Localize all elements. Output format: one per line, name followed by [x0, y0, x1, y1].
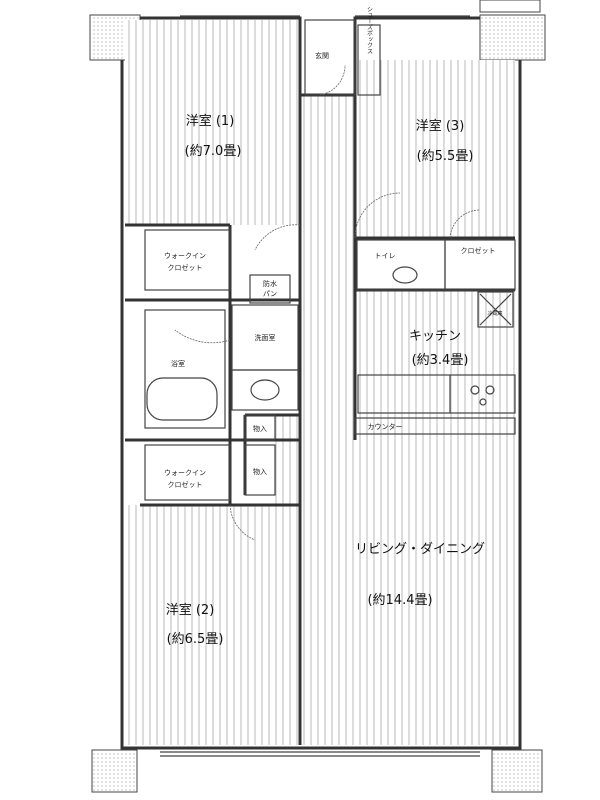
washpan-box: [249, 274, 291, 304]
western1-name: 洋室 (1): [186, 113, 235, 129]
washpan-label-2: パン: [263, 290, 277, 298]
wic1-box: [144, 229, 231, 291]
entrance-box: [304, 19, 356, 96]
room-western3-floor: [355, 60, 515, 238]
washbasin-box: [231, 369, 299, 411]
wic2-box: [144, 444, 231, 501]
washroom-label: 洗面室: [255, 333, 276, 342]
pillar-top-right: [479, 14, 546, 61]
counter-box: [354, 417, 516, 435]
living-name: リビング・ダイニング: [355, 542, 485, 557]
stove-burner-3: [479, 398, 487, 406]
western2-area: (約6.5畳): [167, 632, 224, 647]
door-swing: [174, 64, 481, 541]
wic2-label-2: クロゼット: [168, 480, 203, 489]
fridge-mark: [479, 293, 512, 326]
western3-name: 洋室 (3): [416, 118, 465, 134]
living-area: (約14.4畳): [367, 593, 432, 608]
closet-label: クロゼット: [461, 246, 496, 255]
storage1-box: [244, 414, 276, 441]
storage-floor: [275, 415, 300, 505]
kitchen-counter: [357, 374, 516, 414]
washbasin: [250, 379, 280, 401]
toilet-bowl: [392, 266, 418, 284]
kitchen-name: キッチン: [409, 329, 461, 344]
shoebox-box: [357, 24, 381, 96]
closet-box: [444, 239, 516, 291]
wic2-label-1: ウォークイン: [164, 469, 206, 477]
western1-area: (約7.0畳): [185, 144, 242, 159]
pillar-bottom-right: [491, 749, 543, 793]
room-western2-floor: [125, 505, 300, 745]
room-western1-floor: [125, 20, 300, 225]
wic1-label-1: ウォークイン: [164, 252, 206, 260]
kitchen-area: (約3.4畳): [412, 353, 469, 368]
pillar-bottom-left: [91, 749, 138, 793]
toilet-label: トイレ: [375, 252, 396, 260]
wic1-label-2: クロゼット: [168, 263, 203, 272]
bathtub: [146, 377, 218, 421]
western2-name: 洋室 (2): [166, 602, 215, 618]
stove-burner-1: [470, 385, 480, 395]
counter-label: カウンター: [368, 422, 403, 431]
fridge-box: [477, 291, 514, 328]
storage2-label: 物入: [253, 467, 267, 476]
fridge-label: 冷蔵庫: [487, 310, 502, 317]
storage2-box: [244, 444, 276, 496]
living-floor: [300, 440, 520, 745]
bath-box: [144, 309, 226, 429]
top-right-box: [479, 0, 541, 13]
washpan-label-1: 防水: [263, 279, 277, 288]
entrance-label: 玄関: [315, 51, 329, 60]
western3-area: (約5.5畳): [417, 149, 474, 164]
storage1-label: 物入: [253, 424, 267, 433]
shoebox-label: シューズボックス: [366, 6, 373, 54]
bath-label: 浴室: [171, 359, 185, 368]
stove-burner-2: [485, 385, 495, 395]
